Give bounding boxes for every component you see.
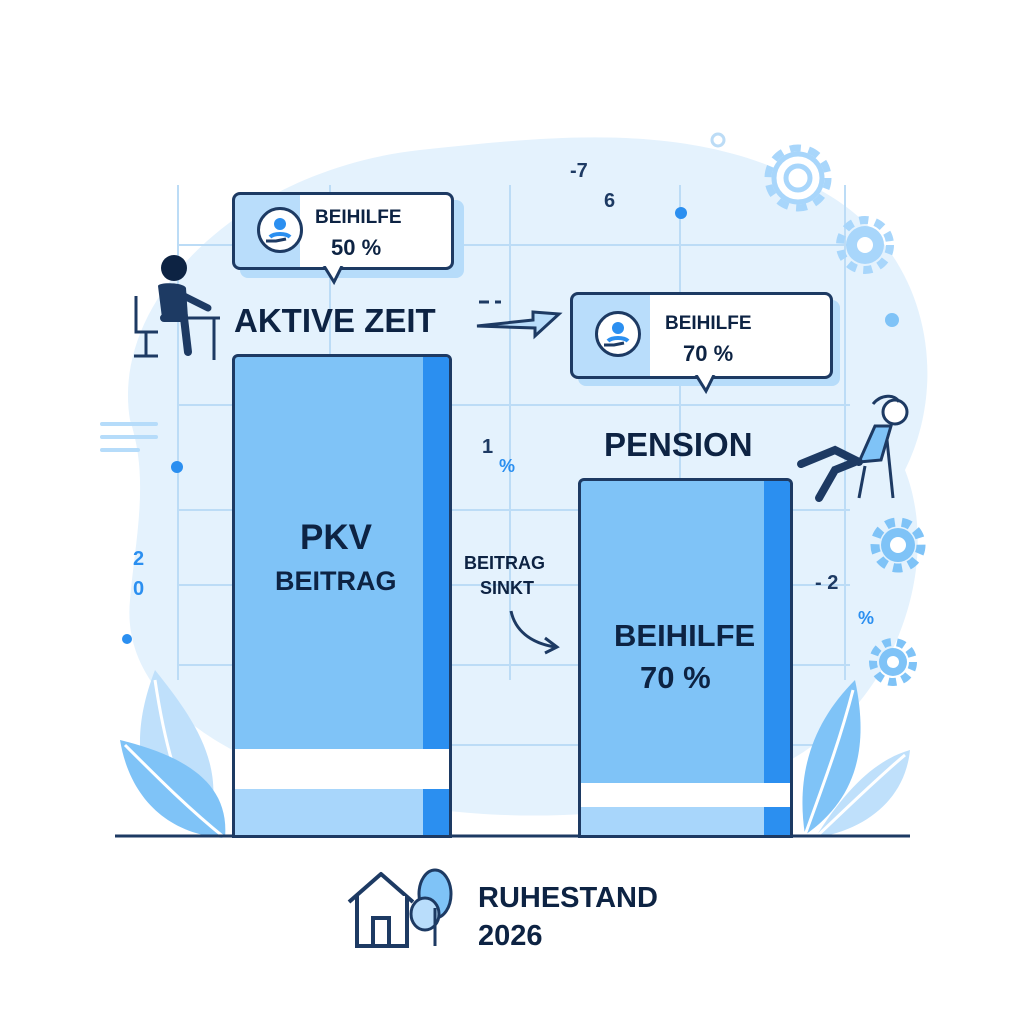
floating-number: - 2 — [815, 572, 839, 594]
arrow-right-icon — [476, 300, 563, 340]
bar-pkv-beitrag — [232, 354, 452, 838]
gears — [764, 144, 926, 686]
floating-number: % — [858, 608, 875, 628]
bubble-tail — [322, 266, 344, 286]
bubble-right-line2: 70 % — [683, 341, 734, 366]
footer-year: 2026 — [478, 920, 543, 952]
bubble-beihilfe-70: BEIHILFE 70 % — [570, 292, 833, 379]
beitrag-sinkt-line1: BEITRAG — [464, 553, 545, 573]
tree-icon — [409, 868, 453, 946]
speed-lines-icon — [100, 422, 158, 452]
hand-person-icon — [257, 207, 303, 253]
bubble-right-line1: BEIHILFE — [665, 313, 752, 334]
aktive-zeit-label: AKTIVE ZEIT — [234, 302, 436, 339]
bubble-left-line1: BEIHILFE — [315, 207, 402, 228]
hand-person-icon — [595, 311, 641, 357]
bar-lower — [581, 807, 764, 835]
bar-lower — [235, 789, 423, 835]
person-at-desk-icon — [134, 255, 220, 360]
bar-band — [581, 783, 790, 807]
bar2-beihilfe-label: BEIHILFE — [614, 618, 756, 653]
floating-number: 6 — [604, 190, 616, 212]
pension-label: PENSION — [604, 426, 753, 463]
floating-number: 1 — [482, 436, 494, 458]
footer-ruhestand: RUHESTAND — [478, 882, 658, 914]
bar-pension-beihilfe — [578, 478, 793, 838]
floating-number: 2 — [133, 548, 145, 570]
gear-icon — [870, 517, 926, 573]
floating-number: % — [499, 456, 516, 476]
gear-icon — [764, 144, 832, 212]
leaf-icon — [120, 670, 226, 840]
relaxing-person-icon — [797, 394, 909, 502]
gear-icon — [869, 638, 917, 686]
bar-stripe — [764, 481, 790, 835]
leaf-icon — [802, 680, 910, 840]
beitrag-sinkt-line2: SINKT — [480, 578, 534, 598]
curved-arrow-icon — [509, 610, 560, 655]
bubble-tail — [694, 375, 716, 395]
bubble-left-line2: 50 % — [331, 235, 382, 260]
pkv-label: PKV — [300, 518, 372, 557]
floating-number: 0 — [133, 578, 145, 600]
bubble-beihilfe-50: BEIHILFE 50 % — [232, 192, 454, 270]
gear-icon — [836, 216, 894, 274]
bar-band — [235, 749, 449, 789]
beitrag-label: BEITRAG — [275, 566, 397, 596]
house-icon — [347, 868, 453, 948]
bar2-percent-label: 70 % — [640, 660, 711, 695]
floating-number: -7 — [570, 160, 588, 182]
